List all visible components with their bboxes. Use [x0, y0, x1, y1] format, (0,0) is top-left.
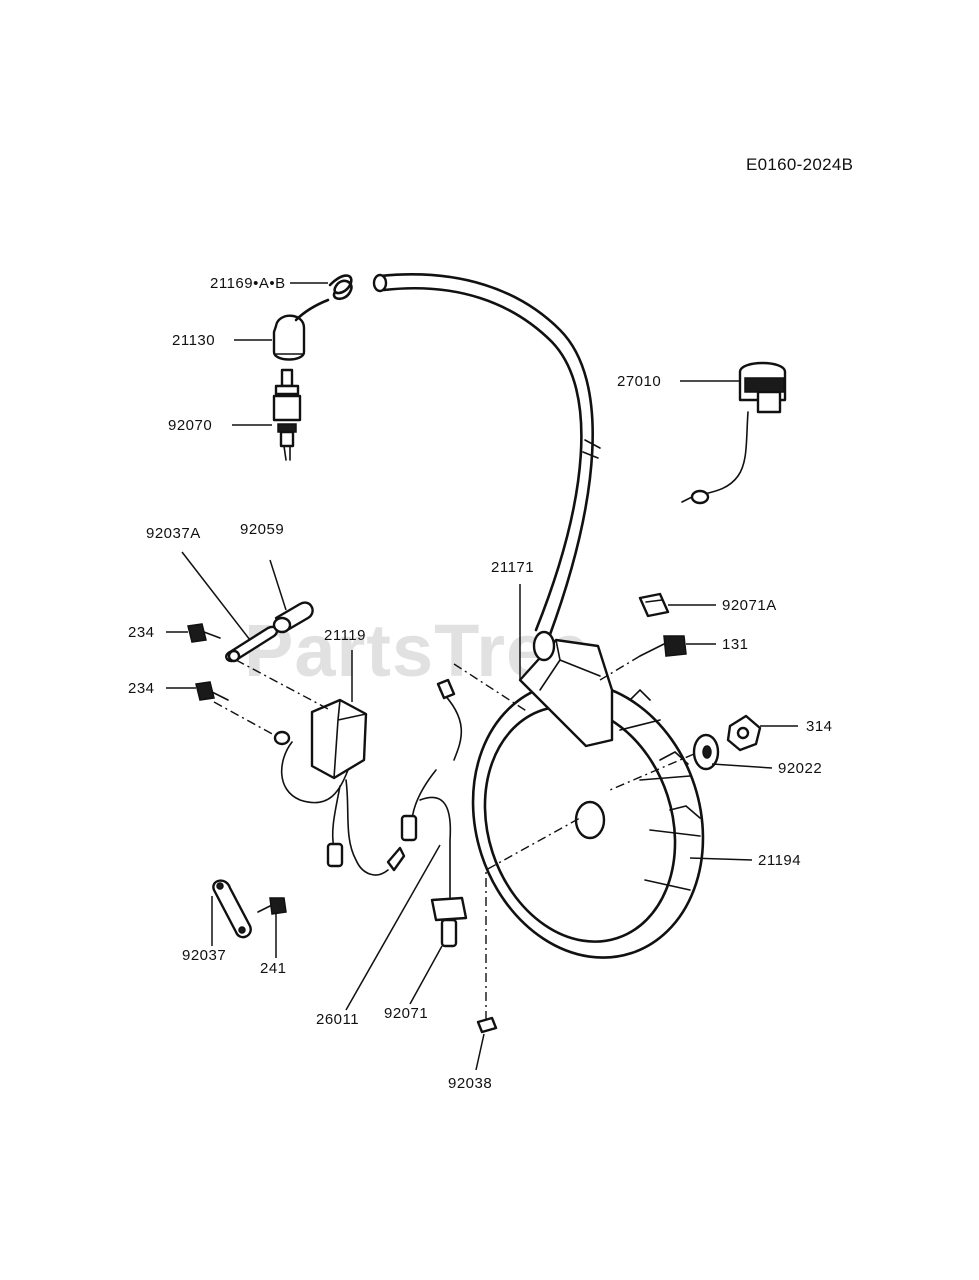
label-241: 241 [260, 960, 287, 977]
ignition-cable [372, 273, 601, 642]
plate-collar-parts [225, 601, 314, 663]
label-234-bottom: 234 [128, 680, 155, 697]
coil-bolt-part [639, 635, 687, 657]
label-92037A: 92037A [146, 525, 201, 542]
label-92070: 92070 [168, 417, 212, 434]
label-131: 131 [722, 636, 749, 653]
label-92071: 92071 [384, 1005, 428, 1022]
part-labels: 21169•A•B 21130 92070 27010 92037A 92059… [128, 275, 833, 1092]
label-26011: 26011 [316, 1011, 359, 1028]
label-92038: 92038 [448, 1075, 492, 1092]
clamp-part [638, 592, 670, 618]
label-21194: 21194 [758, 852, 801, 869]
bolt-parts [187, 623, 229, 701]
nut-washer-parts [692, 714, 762, 771]
leader-lines [166, 282, 798, 1071]
label-92059: 92059 [240, 521, 284, 538]
label-92037: 92037 [182, 947, 226, 964]
label-27010: 27010 [617, 373, 661, 390]
plug-cap-part [272, 298, 330, 361]
label-21119: 21119 [324, 627, 366, 644]
label-21171: 21171 [491, 559, 534, 576]
lead-wire-parts [400, 678, 468, 948]
bracket-screw-parts [212, 879, 287, 939]
armature-coil-part [518, 630, 614, 748]
label-234-top: 234 [128, 624, 155, 641]
flywheel-key-part [476, 1016, 498, 1034]
stop-switch-part [681, 361, 787, 505]
label-92022: 92022 [778, 760, 822, 777]
spring-clip-part [328, 274, 353, 301]
diagram-reference-code: E0160-2024B [746, 155, 853, 174]
label-21169: 21169•A•B [210, 275, 286, 292]
label-92071A: 92071A [722, 597, 777, 614]
label-314: 314 [806, 718, 833, 735]
ignition-module-part [273, 698, 406, 876]
label-21130: 21130 [172, 332, 215, 349]
spark-plug-part [272, 368, 302, 461]
alignment-lines [213, 655, 695, 1020]
